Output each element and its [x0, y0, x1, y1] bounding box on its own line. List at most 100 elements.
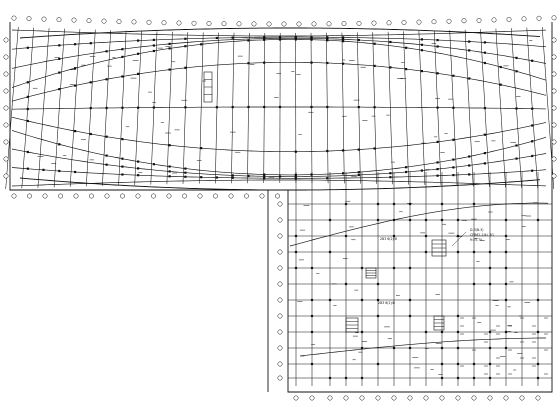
annotation-note-1: D-3(B-3) CFB62-2/4L 3G H=5.70	[451, 228, 494, 247]
column-mark	[200, 147, 203, 150]
column-mark	[263, 177, 266, 180]
grid-row-line	[11, 148, 547, 177]
grid-axis-bubble	[277, 329, 283, 335]
grid-axis-bubble	[277, 361, 283, 367]
column-mark	[515, 157, 518, 160]
column-mark	[483, 107, 486, 110]
column-mark	[184, 66, 187, 69]
annotation-leader	[451, 231, 467, 247]
column-mark	[483, 61, 486, 65]
column-mark	[121, 157, 124, 160]
column-mark	[456, 330, 460, 334]
column-mark	[137, 106, 140, 109]
column-mark	[263, 36, 266, 39]
column-mark	[26, 95, 29, 98]
column-mark	[472, 202, 476, 206]
column-mark	[58, 57, 61, 60]
column-mark	[376, 298, 380, 302]
column-mark	[74, 84, 77, 87]
column-mark	[504, 346, 508, 350]
column-mark	[152, 163, 155, 166]
column-mark	[515, 144, 518, 147]
column-mark	[184, 106, 187, 109]
column-mark	[294, 173, 297, 176]
column-mark	[168, 42, 171, 45]
column-mark	[231, 106, 234, 109]
grid-axis-bubble	[191, 20, 197, 26]
column-mark	[152, 106, 155, 109]
column-mark	[263, 61, 266, 64]
column-mark	[137, 160, 140, 163]
grid-row-line	[11, 167, 547, 179]
grid-axis-bubble	[151, 193, 156, 199]
column-mark	[310, 362, 314, 366]
grid-axis-bubble	[296, 21, 302, 27]
column-mark	[456, 346, 460, 350]
column-mark	[515, 56, 518, 59]
column-mark	[74, 67, 77, 70]
column-mark	[247, 174, 250, 177]
column-mark	[105, 135, 108, 138]
column-mark	[531, 59, 534, 62]
column-mark	[360, 376, 364, 380]
column-mark	[121, 55, 124, 58]
column-mark	[326, 177, 329, 180]
column-mark	[488, 362, 492, 366]
column-mark	[420, 43, 423, 46]
column-mark	[376, 314, 380, 318]
column-mark	[373, 42, 376, 45]
column-mark	[215, 106, 218, 109]
column-mark	[26, 81, 29, 84]
grid-axis-bubble	[551, 173, 557, 179]
grid-axis-bubble	[41, 16, 47, 22]
column-mark	[373, 106, 376, 109]
column-mark	[376, 282, 380, 286]
grid-row-line	[11, 130, 547, 176]
column-mark	[405, 68, 408, 71]
column-mark	[531, 169, 534, 172]
grid-axis-bubble	[446, 18, 452, 24]
grid-axis-bubble	[407, 395, 413, 401]
grid-axis-bubble	[236, 21, 242, 27]
column-mark	[488, 376, 492, 380]
column-mark	[392, 234, 396, 238]
column-mark	[515, 107, 518, 110]
column-mark	[26, 107, 29, 111]
footprint-outline	[9, 22, 553, 393]
column-mark	[420, 49, 423, 52]
column-mark	[344, 282, 348, 286]
column-mark	[504, 234, 508, 238]
column-mark	[247, 39, 250, 42]
grid-axis-bubble	[3, 88, 9, 94]
grid-axis-bubble	[401, 20, 407, 25]
column-mark	[184, 37, 187, 40]
grid-axis-bubble	[3, 105, 9, 111]
column-mark	[26, 167, 29, 170]
annotation-text: 2B3 6(2)/8	[380, 237, 397, 241]
curved-roof-edge	[19, 27, 541, 39]
column-mark	[420, 38, 423, 41]
grid-axis-bubble	[146, 19, 152, 25]
grid-column-line	[5, 26, 19, 190]
column-mark	[357, 171, 360, 174]
grid-axis-bubble	[503, 395, 509, 401]
column-mark	[440, 330, 444, 334]
column-mark	[376, 218, 380, 222]
column-mark	[483, 133, 486, 136]
grid-axis-bubble	[27, 193, 32, 199]
grid-axis-bubble	[506, 16, 512, 22]
column-mark	[436, 39, 439, 42]
grid-axis-bubble	[277, 233, 283, 239]
column-mark	[168, 68, 171, 71]
grid-column-line	[495, 28, 506, 188]
column-mark	[294, 36, 297, 39]
column-mark	[488, 346, 492, 350]
column-mark	[263, 37, 266, 40]
column-mark	[326, 36, 329, 39]
grid-axis-bubble	[311, 21, 317, 27]
column-mark	[357, 148, 360, 151]
column-mark	[294, 234, 298, 238]
column-mark	[456, 314, 460, 318]
column-mark	[405, 170, 408, 174]
